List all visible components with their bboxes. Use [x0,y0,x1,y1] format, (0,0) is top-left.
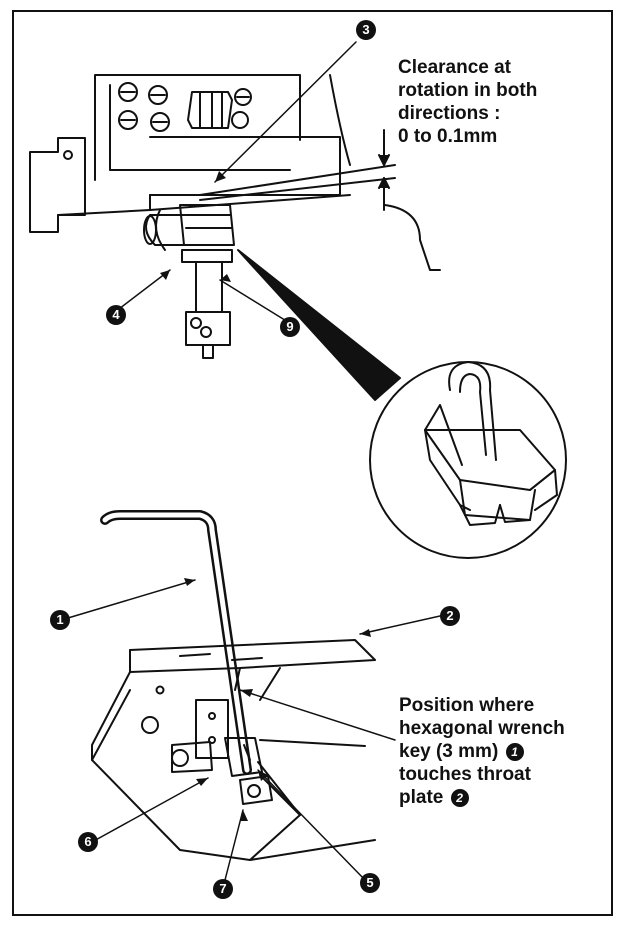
position-note-text: key (3 mm) [399,741,504,762]
clearance-indicator [199,129,441,271]
housing-screws [118,82,252,132]
figure-frame [12,10,613,916]
callout-7: 7 [213,879,233,899]
position-note-line: plate 2 [399,786,565,809]
throat-plate [129,639,376,691]
position-note-line: Position where [399,695,535,716]
callout-3: 3 [356,20,376,40]
callout-6: 6 [78,832,98,852]
position-note-line: key (3 mm) 1 [399,740,565,763]
callout-1: 1 [50,610,70,630]
clearance-note: Clearance at rotation in both directions… [398,56,537,148]
callout-4: 4 [106,305,126,325]
clip-on-bar [143,209,186,251]
position-note-text: plate [399,787,449,808]
needle-bar [179,204,235,359]
callout-5: 5 [360,873,380,893]
inline-callout-1: 1 [505,743,524,761]
clearance-note-line: directions : [398,103,501,124]
position-note-line: touches throat [399,764,531,785]
zoom-wedge [237,249,401,401]
zoom-circle [369,361,567,559]
leader-lines [67,41,441,881]
leader-arrowheads [160,171,371,821]
clearance-note-line: rotation in both [398,80,538,101]
inline-callout-2: 2 [450,789,469,807]
clearance-note-line: Clearance at [398,57,512,78]
clearance-note-line: 0 to 0.1mm [398,126,498,147]
hex-wrench [100,510,252,775]
callout-2: 2 [440,606,460,626]
position-note: Position where hexagonal wrench key (3 m… [399,694,565,809]
callout-9: 9 [280,317,300,337]
hook-assembly [171,737,301,816]
position-note-line: hexagonal wrench [399,718,565,739]
adjusting-nut [187,91,233,129]
binder-clip [424,361,558,526]
upper-housing [29,74,351,233]
